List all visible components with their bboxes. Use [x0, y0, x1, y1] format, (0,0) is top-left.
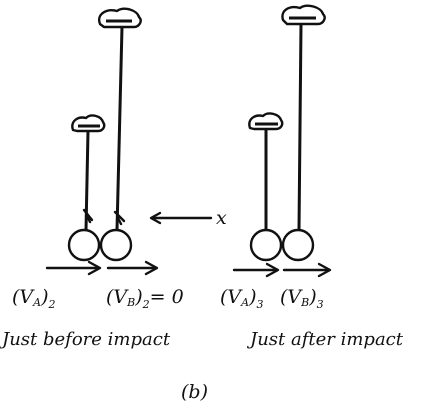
support-a-after [248, 112, 284, 131]
ball-a-after [249, 228, 283, 262]
support-b-after [281, 4, 326, 26]
support-a-before [71, 114, 106, 133]
arrow-va-after [232, 262, 280, 278]
caption-part-label: (b) [181, 381, 208, 403]
support-b-before [97, 7, 142, 29]
ball-a-before [67, 228, 101, 262]
pendulum-a-before [67, 114, 106, 262]
caption-before: Just before impact [0, 329, 171, 350]
pendulum-b-before [97, 7, 142, 262]
label-vb-after: (VB)3 [280, 286, 324, 311]
string-b-after [297, 23, 303, 231]
arrow-vb-after [282, 262, 332, 278]
label-x: x [216, 207, 227, 229]
distance-marker [149, 211, 213, 225]
string-b-before [115, 26, 124, 231]
arrow-vb-before [106, 260, 159, 276]
arrow-va-before [45, 260, 102, 276]
pendulum-a-after [248, 112, 284, 262]
pendulum-b-after [281, 4, 326, 262]
label-va-after: (VA)3 [220, 286, 264, 311]
caption-after: Just after impact [246, 329, 404, 350]
ball-b-before [99, 228, 133, 262]
label-va-before: (VA)2 [12, 286, 56, 311]
ball-b-after [281, 228, 315, 262]
label-vb-before: (VB)2= 0 [106, 286, 184, 311]
